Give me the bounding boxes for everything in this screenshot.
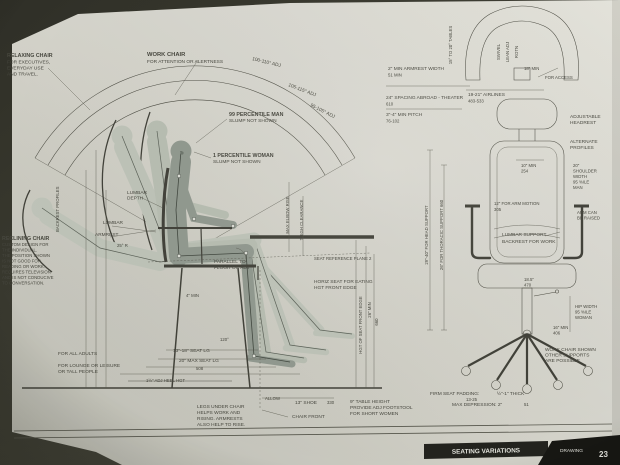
book-page-photo: RELAXING CHAIR FOR EXECUTIVES, EVERYDAY … (0, 0, 620, 465)
photo-tint (0, 0, 620, 465)
photo-vignette (0, 0, 620, 465)
seating-variations-drawing: RELAXING CHAIR FOR EXECUTIVES, EVERYDAY … (0, 0, 620, 465)
